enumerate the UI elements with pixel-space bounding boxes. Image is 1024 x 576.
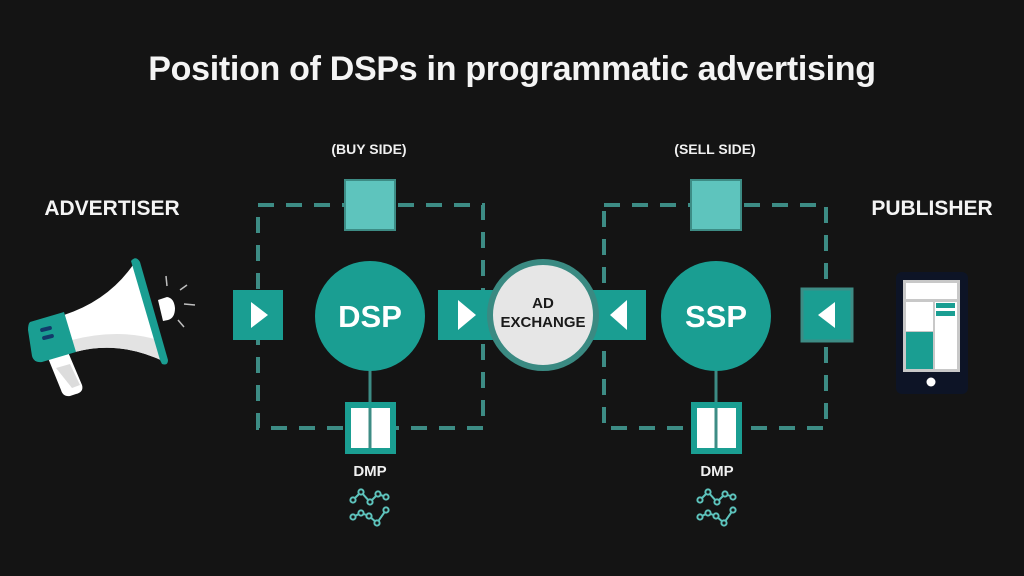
advertiser-to-dsp-arrow [233,290,283,340]
right-triangle-icon [458,300,476,330]
dsp-node[interactable]: DSP [315,261,425,371]
buy-dmp-label: DMP [353,463,387,480]
sell-dmp-box[interactable] [691,402,742,454]
publisher-to-ssp-arrow [800,287,854,343]
sell-side-top-square [690,179,742,231]
megaphone-icon [28,258,196,397]
ad-exchange-label-line2: EXCHANGE [500,314,585,331]
ssp-label: SSP [685,299,747,334]
diagram-title: Position of DSPs in programmatic adverti… [148,50,876,88]
buy-dmp-box[interactable] [345,402,396,454]
sell-side-label: (SELL SIDE) [674,141,756,157]
right-triangle-icon [251,302,268,328]
left-triangle-icon [818,302,835,328]
ad-exchange-node[interactable]: AD EXCHANGE [487,259,599,371]
data-network-icon [696,488,737,527]
ad-exchange-label-line1: AD [532,295,554,312]
buy-side-label: (BUY SIDE) [331,141,407,157]
mobile-phone-icon [896,272,968,394]
sell-dmp-label: DMP [700,463,734,480]
advertiser-label: ADVERTISER [44,197,180,220]
data-network-icon [349,488,390,527]
publisher-label: PUBLISHER [871,197,993,220]
ssp-node[interactable]: SSP [661,261,771,371]
dsp-label: DSP [338,299,402,334]
left-triangle-icon [610,300,627,330]
buy-side-top-square [344,179,396,231]
